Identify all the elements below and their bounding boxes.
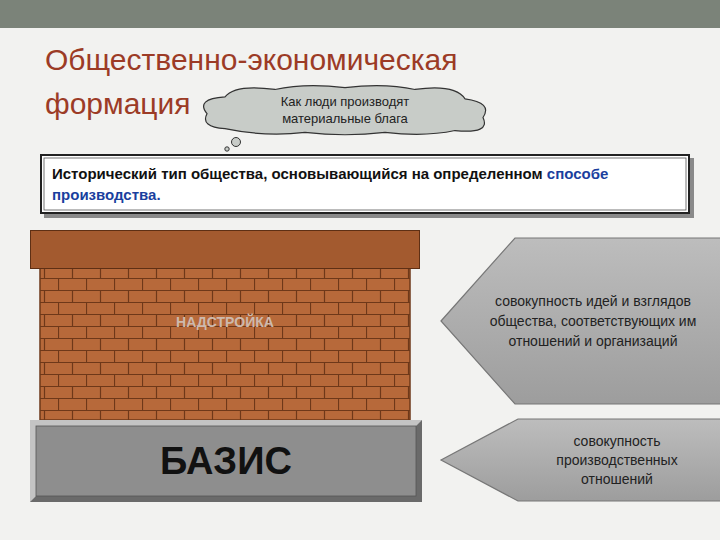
bevel-dark bbox=[30, 420, 422, 502]
box-border bbox=[41, 155, 689, 213]
text-area: НАДСТРОЙКА bbox=[176, 230, 274, 330]
brick-wall bbox=[40, 268, 410, 420]
thought-bubble bbox=[232, 138, 241, 147]
text-area: Как люди производят материальные блага bbox=[260, 93, 430, 127]
thought-cloud: Как люди производят материальные блага bbox=[195, 82, 495, 138]
thought-cloud-outline bbox=[195, 82, 495, 138]
wall-cap bbox=[31, 231, 420, 269]
box-inner-border bbox=[44, 158, 686, 210]
node-text: Как люди производят материальные блага bbox=[260, 93, 430, 127]
superstructure-arrow: совокупность идей и взглядов общества, с… bbox=[440, 237, 720, 405]
basis-arrow: совокупность производственных отношений bbox=[440, 418, 720, 502]
node-text: совокупность производственных отношений bbox=[532, 432, 702, 489]
top-bar bbox=[0, 0, 720, 28]
definition-box: Исторический тип общества, основывающийс… bbox=[40, 154, 690, 214]
node-text: совокупность идей и взглядов общества, с… bbox=[476, 291, 710, 351]
bevel-light bbox=[30, 420, 422, 502]
definition-box-outline bbox=[40, 154, 690, 214]
text-area: совокупность идей и взглядов общества, с… bbox=[440, 291, 720, 351]
node-text: НАДСТРОЙКА bbox=[176, 314, 274, 330]
text-area: Исторический тип общества, основывающийс… bbox=[40, 157, 690, 211]
node-text: Исторический тип общества, основывающийс… bbox=[52, 165, 543, 182]
pointer-arrow bbox=[441, 238, 720, 404]
pointer-arrow bbox=[441, 419, 720, 501]
thought-bubble bbox=[225, 147, 229, 151]
superstructure-wall: НАДСТРОЙКА bbox=[30, 230, 420, 420]
text-area: БАЗИС bbox=[160, 440, 292, 483]
cloud-shape bbox=[204, 86, 486, 135]
basis-face bbox=[36, 426, 416, 496]
basis-block: БАЗИС bbox=[30, 420, 422, 502]
node-text: БАЗИС bbox=[160, 440, 292, 483]
text-area: совокупность производственных отношений bbox=[440, 432, 720, 489]
